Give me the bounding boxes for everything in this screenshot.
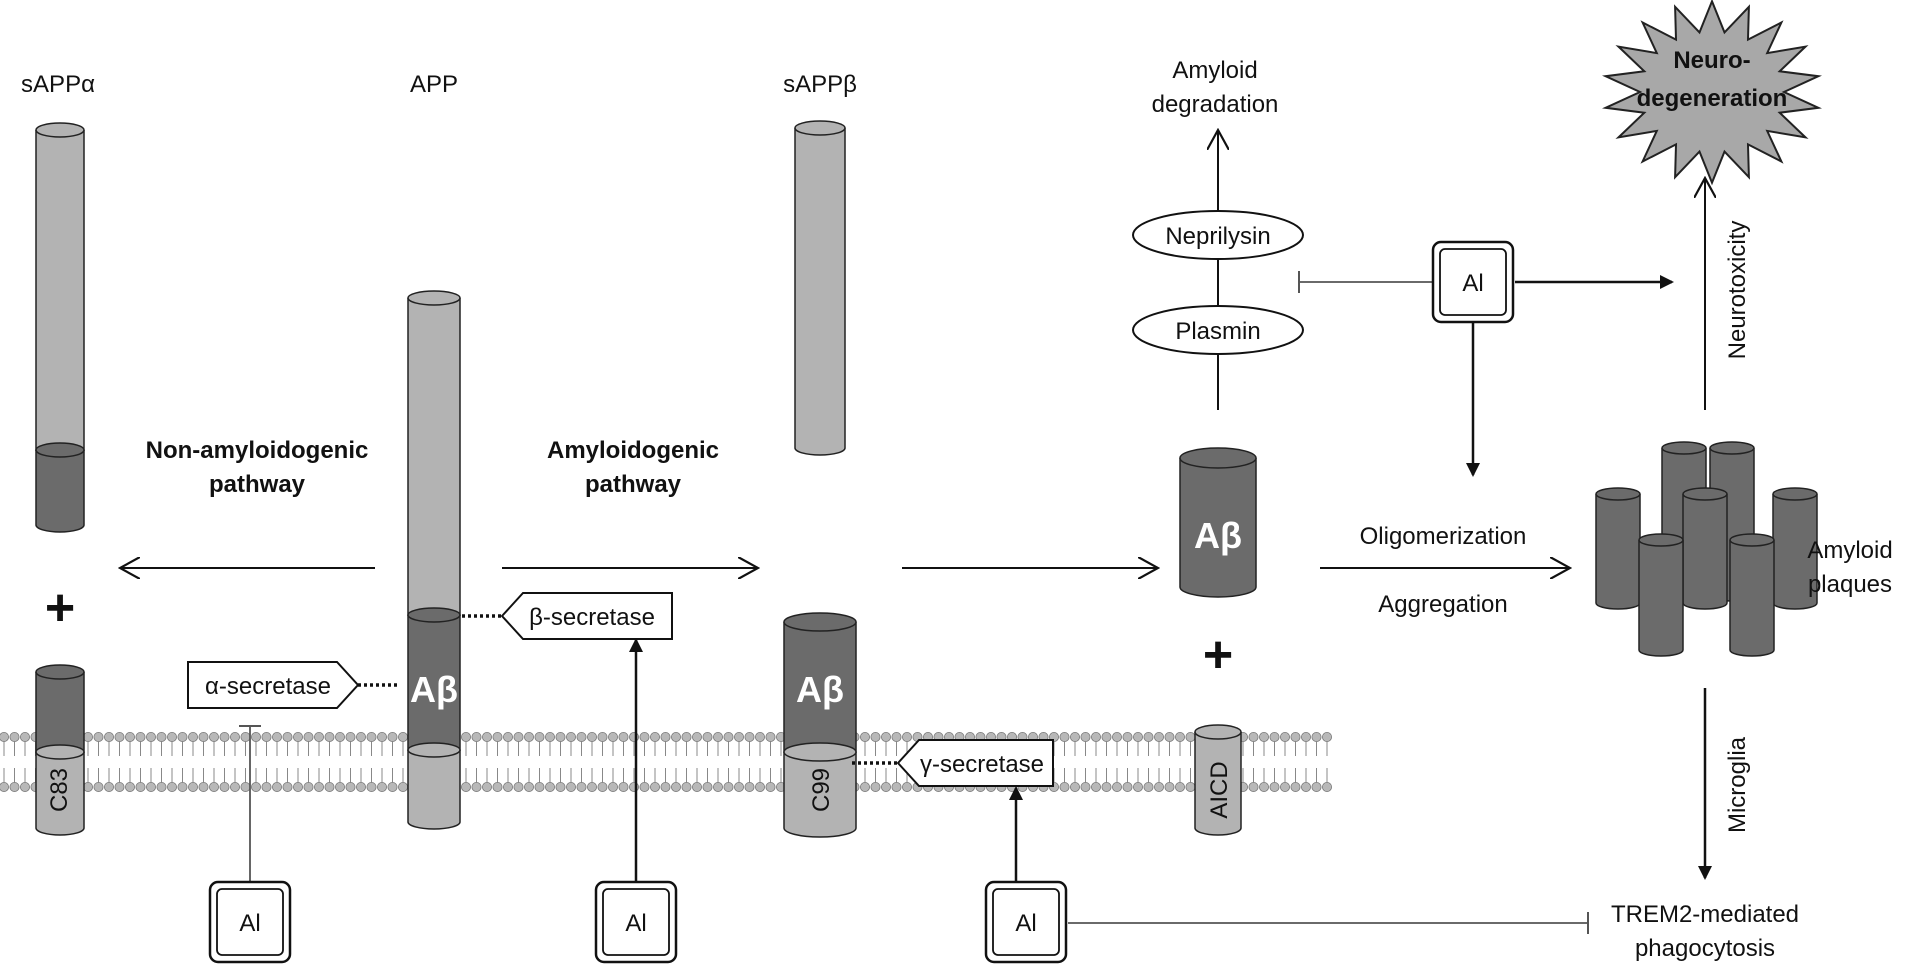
inhibition-lines [239,271,1589,934]
plus-sign-right: + [1203,626,1233,684]
protein-cylinders [35,120,1257,838]
abeta-label-free: Aβ [1194,515,1242,556]
c83-cylinder [35,664,85,836]
plus-sign-left: + [45,579,75,637]
al-box-beta: Al [594,880,678,964]
aggregation-label: Aggregation [1378,591,1507,618]
al-label: Al [239,910,260,937]
pathway-arrows [120,130,1705,885]
neurodegeneration-label-1: Neuro- [1673,47,1750,74]
aicd-cylinder [1194,724,1242,836]
plaque-cylinder [1682,487,1728,610]
amyloid-degradation-label-2: degradation [1152,91,1279,118]
beta-secretase-box [500,592,673,640]
abeta-label-app: Aβ [410,669,458,710]
amyloidogenic-label-1: Amyloidogenic [547,437,719,464]
al-box-alpha: Al [208,880,292,964]
plasmin-ellipse [1132,305,1304,355]
c99-label: C99 [808,768,835,812]
amyloid-plaques-cluster [1595,441,1818,657]
amyloid-plaques-label-1: Amyloid [1807,537,1892,564]
al-label: Al [625,910,646,937]
non-amyloidogenic-label-2: pathway [209,471,306,498]
neurotoxicity-label: Neurotoxicity [1724,221,1751,360]
neprilysin-label: Neprilysin [1165,223,1270,250]
sappa-label: sAPPα [21,71,95,98]
gamma-secretase-label: γ-secretase [920,751,1044,778]
abeta-label-c99: Aβ [796,669,844,710]
al-box-top: Al [1431,240,1515,324]
plaque-cylinder [1729,533,1775,657]
beta-secretase-label: β-secretase [529,604,655,631]
app-label: APP [410,71,458,98]
plaque-cylinder [1638,533,1684,657]
alpha-secretase-label: α-secretase [205,673,331,700]
cell-membrane [0,732,1333,793]
c99-cylinder [783,612,857,838]
plasmin-label: Plasmin [1175,318,1260,345]
non-amyloidogenic-label-1: Non-amyloidogenic [146,437,369,464]
amyloid-degradation-label-1: Amyloid [1172,57,1257,84]
sappa-cylinder [35,122,85,533]
c83-label: C83 [46,768,73,812]
enzyme-connectors [358,614,898,765]
amyloid-plaques-label-2: plaques [1808,571,1892,598]
neurodegeneration-label-2: degeneration [1637,85,1788,112]
trem2-label-1: TREM2-mediated [1611,901,1799,928]
neprilysin-ellipse [1132,210,1304,260]
al-box-gamma: Al [984,880,1068,964]
plaque-cylinder [1595,487,1641,610]
al-label: Al [1015,910,1036,937]
alpha-secretase-box [187,661,360,709]
aicd-label: AICD [1206,761,1233,818]
trem2-label-2: phagocytosis [1635,935,1775,962]
al-label: Al [1462,270,1483,297]
amyloidogenic-label-2: pathway [585,471,682,498]
oligomerization-label: Oligomerization [1360,523,1527,550]
sappb-label: sAPPβ [783,71,857,98]
microglia-label: Microglia [1724,736,1751,833]
abeta-free-cylinder [1179,447,1257,598]
sappb-cylinder [794,120,846,456]
gamma-secretase-box [896,739,1054,787]
app-cylinder [407,290,461,830]
